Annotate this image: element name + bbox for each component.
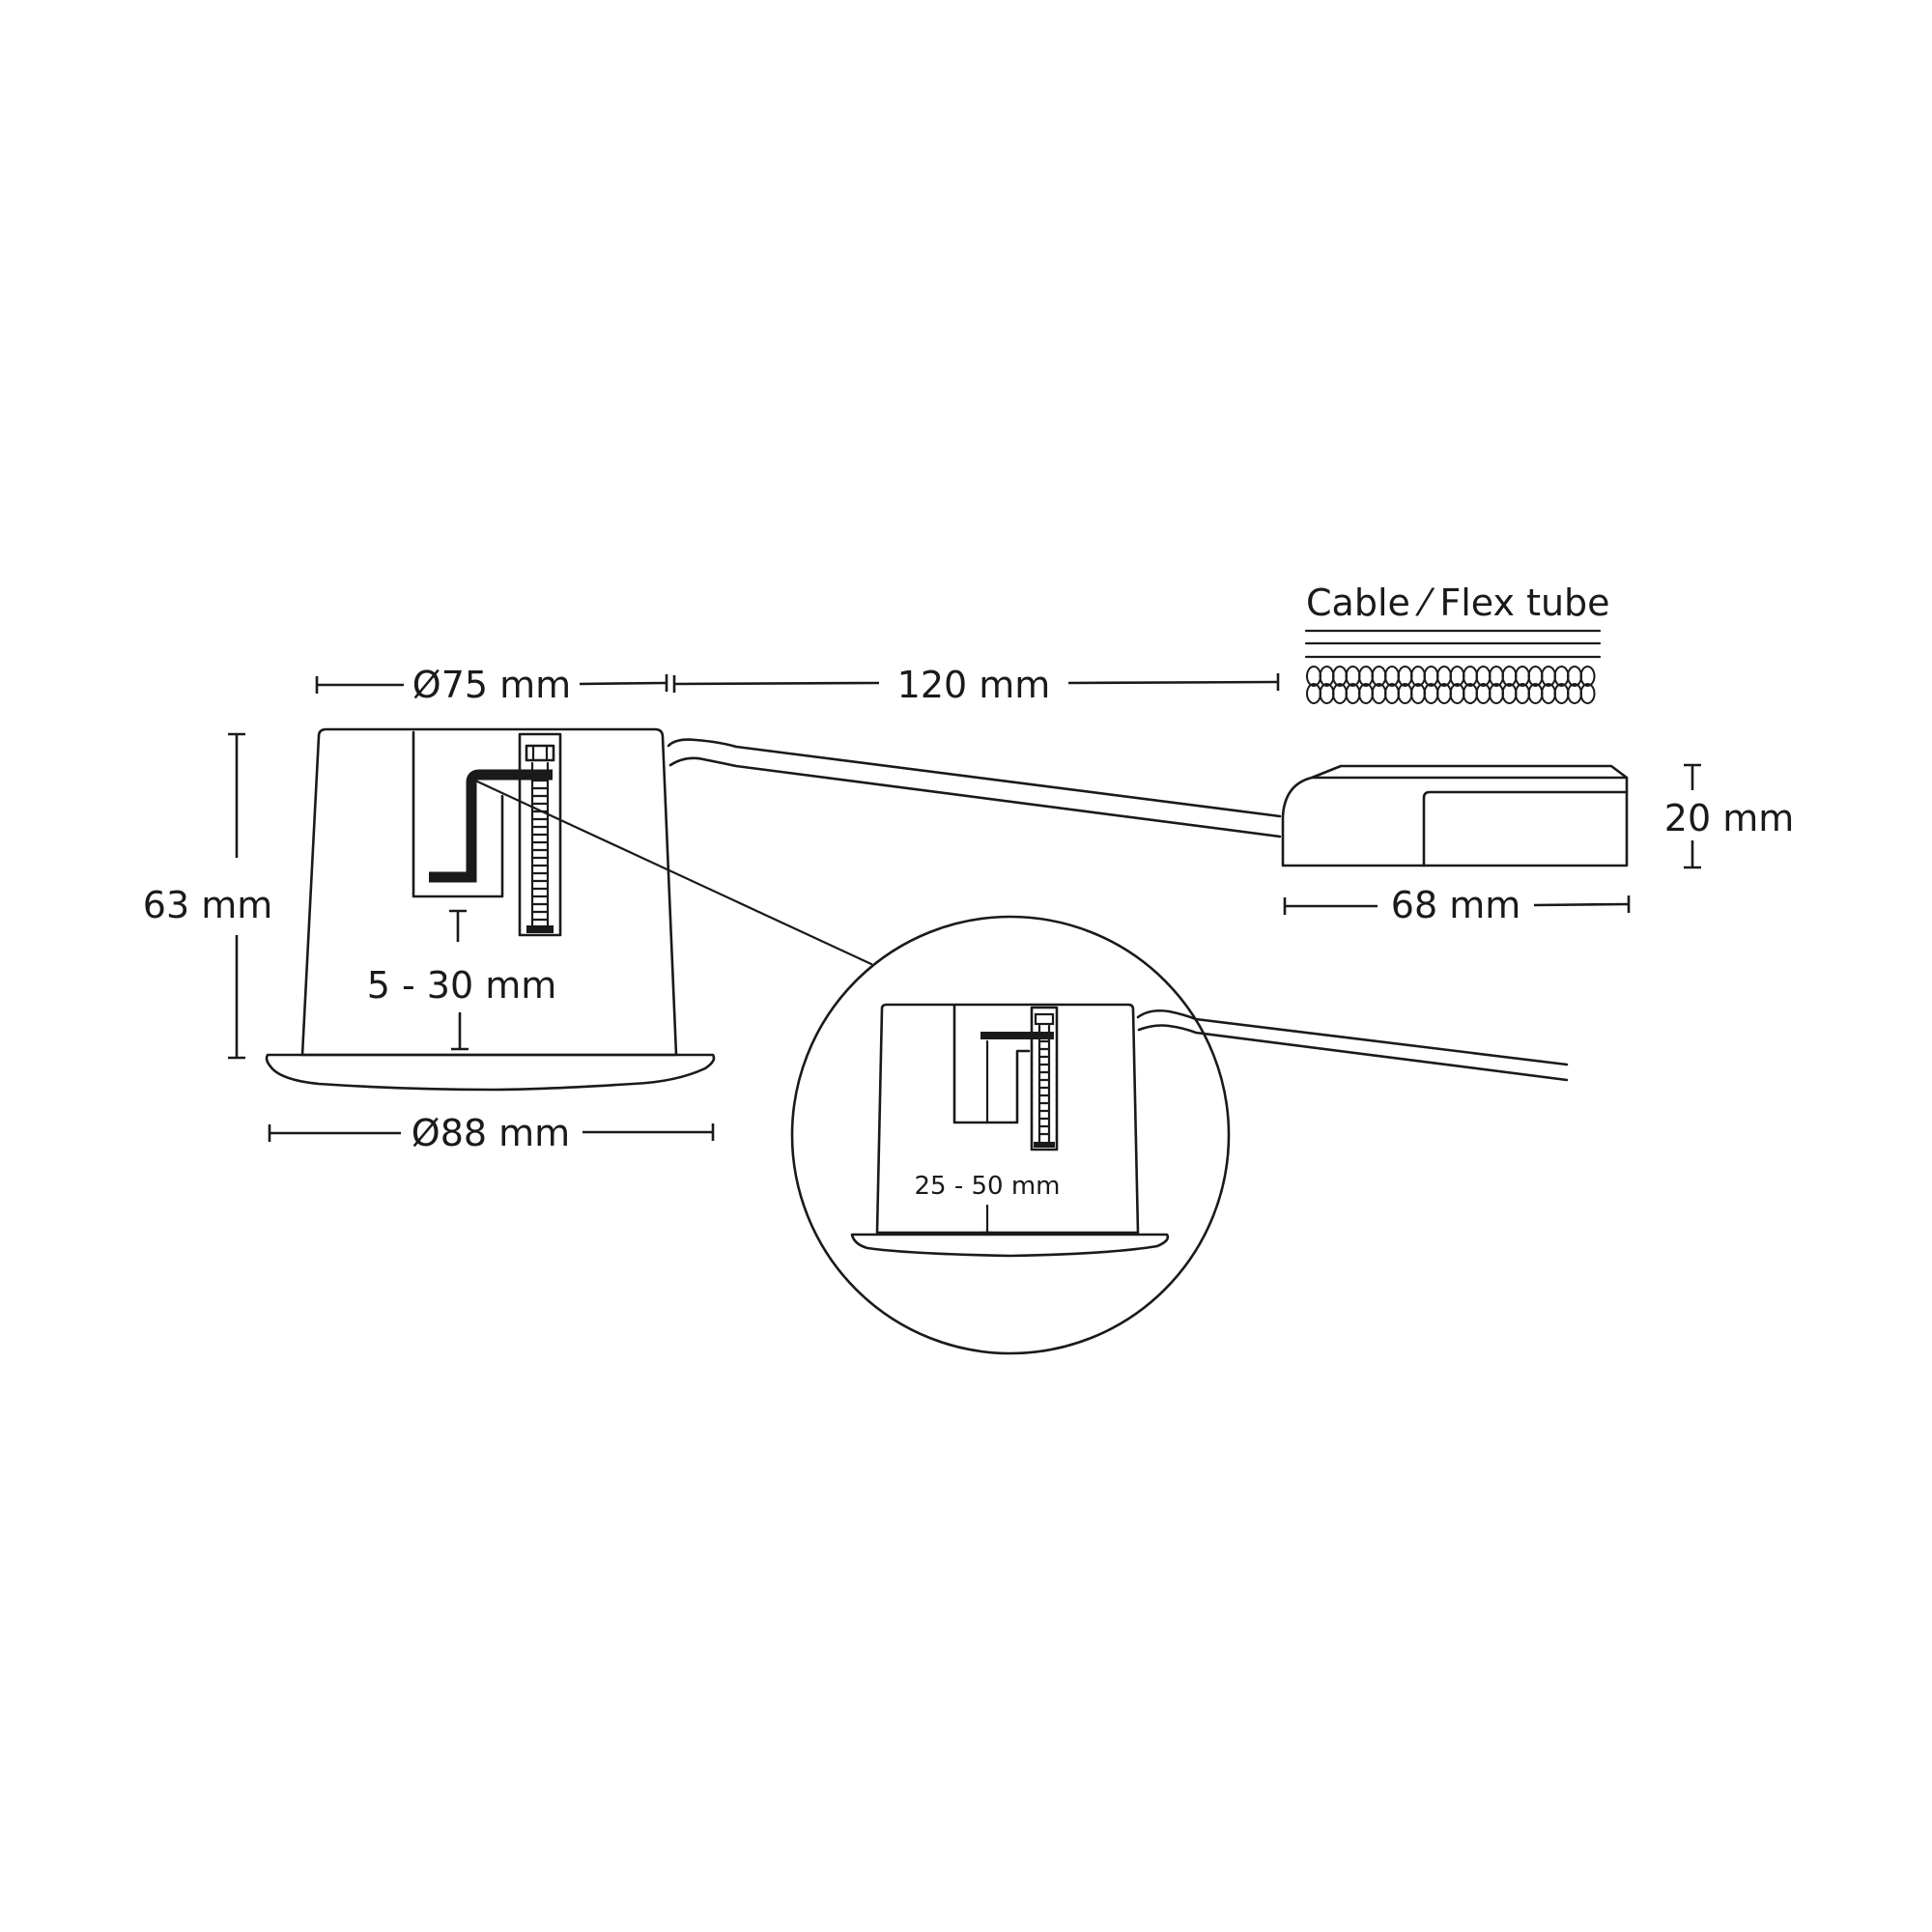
cable (667, 738, 1282, 838)
label-clamp-range: 5 - 30 mm (367, 964, 557, 1007)
detail-downlight (850, 1003, 1569, 1258)
dim-driver-height (1684, 763, 1701, 869)
cable-symbol (1304, 629, 1602, 659)
detail-leader-line (473, 779, 873, 966)
spring-clip (412, 730, 562, 937)
cable-flex-title: Cable ⁄ Flex tube (1306, 582, 1610, 624)
downlight-body (265, 727, 716, 1092)
label-height: 63 mm (143, 884, 272, 926)
driver-box (1281, 764, 1629, 867)
label-inner-diameter: Ø75 mm (412, 664, 571, 706)
dim-outer-diameter (268, 1123, 715, 1142)
label-driver-width: 68 mm (1391, 884, 1520, 926)
dim-height (228, 732, 245, 1060)
dim-cable-length (672, 673, 1280, 693)
label-driver-height: 20 mm (1664, 797, 1794, 839)
detail-circle (790, 915, 1231, 1355)
label-cable-length: 120 mm (897, 664, 1051, 706)
label-detail-clamp-range: 25 - 50 mm (915, 1172, 1061, 1201)
label-outer-diameter: Ø88 mm (412, 1112, 570, 1154)
dim-clamp-range (449, 909, 469, 1051)
dim-driver-width (1283, 895, 1631, 915)
dim-inner-diameter (315, 674, 668, 694)
flex-tube-ring (1579, 666, 1596, 687)
dim-detail-clamp-range (980, 1039, 995, 1235)
flex-tube-ring (1579, 683, 1596, 704)
flex-tube-symbol (1306, 666, 1596, 704)
